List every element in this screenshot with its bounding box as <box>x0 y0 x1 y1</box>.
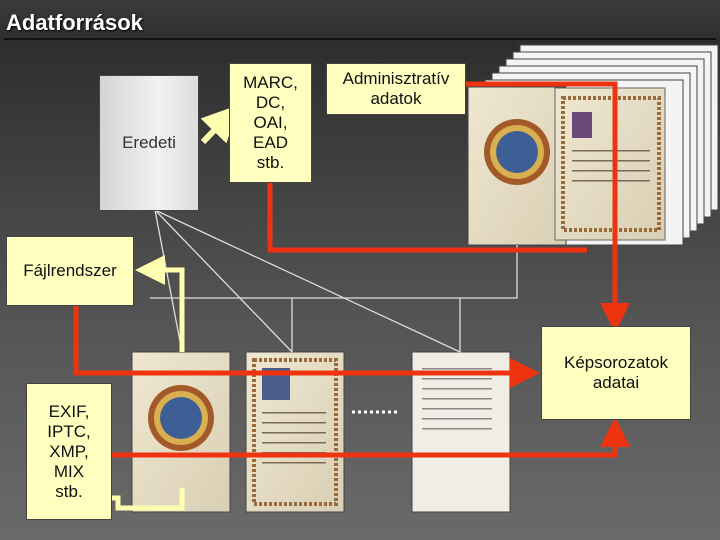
admin-data-box: Adminisztratív adatok <box>326 63 466 115</box>
title-divider <box>4 38 716 40</box>
metadata-formats-label: MARC, DC, OAI, EAD stb. <box>243 73 298 172</box>
technical-formats-label: EXIF, IPTC, XMP, MIX stb. <box>47 401 91 501</box>
filesystem-label: Fájlrendszer <box>23 261 117 280</box>
admin-data-label: Adminisztratív adatok <box>342 69 450 108</box>
filesystem-box: Fájlrendszer <box>6 236 134 306</box>
image-series-box: Képsorozatok adatai <box>541 326 691 420</box>
image-series-label: Képsorozatok adatai <box>564 353 668 392</box>
technical-formats-box: EXIF, IPTC, XMP, MIX stb. <box>26 383 112 520</box>
original-label: Eredeti <box>122 133 176 152</box>
red-flows <box>73 81 630 458</box>
original-box: Eredeti <box>99 75 199 211</box>
image-thumbnail-3 <box>411 351 511 513</box>
image-thumbnail-2 <box>245 351 345 513</box>
metadata-formats-box: MARC, DC, OAI, EAD stb. <box>229 63 312 183</box>
connectors <box>150 209 518 353</box>
image-thumbnail-1 <box>131 351 231 513</box>
slide-title: Adatforrások <box>6 10 143 35</box>
page-stack <box>467 44 719 246</box>
yellow-links <box>112 105 239 511</box>
